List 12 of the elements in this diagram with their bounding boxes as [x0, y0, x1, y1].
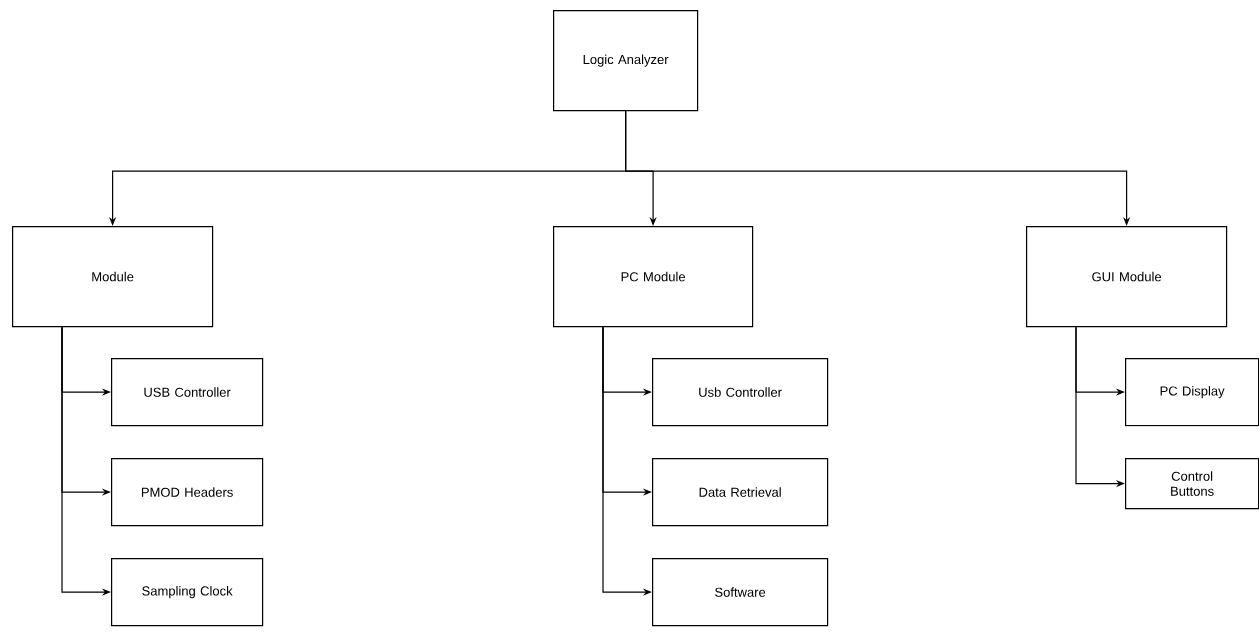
module-box: PC Module: [553, 226, 754, 328]
module-box: Module: [12, 226, 214, 328]
module-box: GUI Module: [1026, 226, 1228, 328]
module-box: Usb Controller: [652, 358, 829, 427]
module-box: PMOD Headers: [111, 458, 264, 527]
module-box: Control Buttons: [1125, 458, 1259, 510]
module-box: USB Controller: [111, 358, 264, 427]
module-box: Data Retrieval: [652, 458, 829, 527]
module-box: Software: [652, 558, 829, 627]
module-box: Logic Analyzer: [553, 10, 699, 112]
module-box: Sampling Clock: [111, 558, 264, 627]
module-box: PC Display: [1125, 358, 1259, 427]
